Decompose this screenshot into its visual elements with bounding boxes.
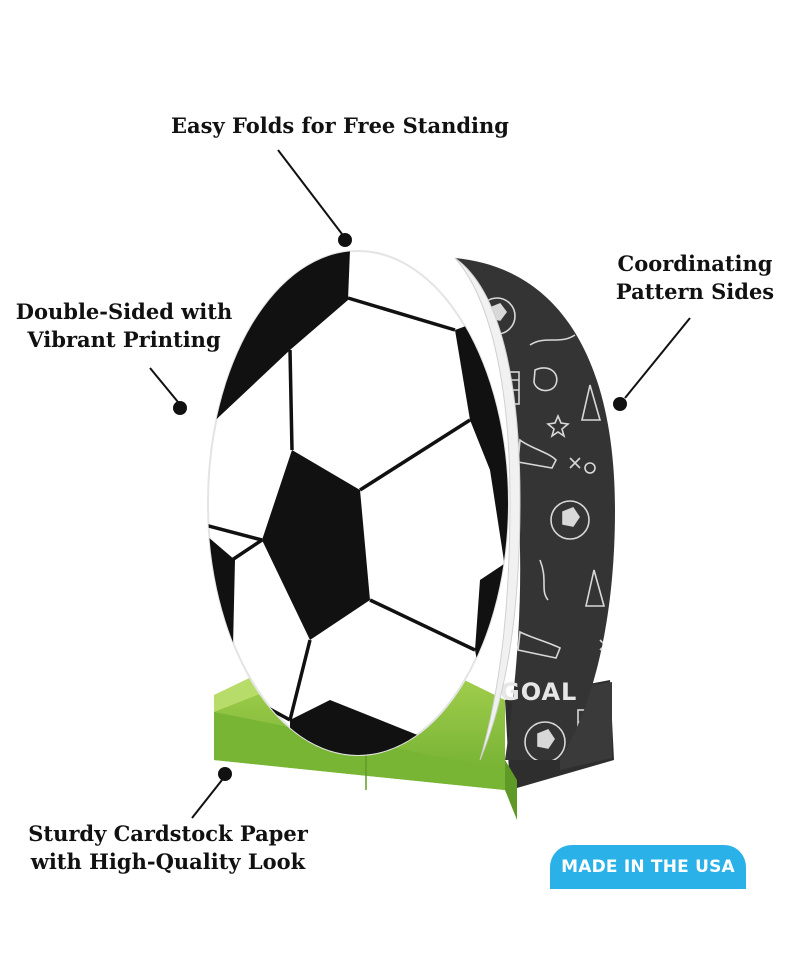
callout-pattern-sides-line2: Pattern Sides xyxy=(615,279,775,304)
callout-cardstock-line1: Sturdy Cardstock Paper xyxy=(28,821,308,846)
callout-double-sided-line1: Double-Sided with xyxy=(15,299,233,324)
callout-cardstock-line2: with High-Quality Look xyxy=(30,849,306,874)
callout-cardstock: Sturdy Cardstock Paper with High-Quality… xyxy=(20,820,316,876)
callout-double-sided: Double-Sided with Vibrant Printing xyxy=(10,298,238,354)
callout-pointers xyxy=(149,149,691,819)
made-in-usa-badge: MADE IN THE USA xyxy=(550,845,746,889)
pattern-side-panel: GOAL xyxy=(455,258,615,760)
callout-pattern-sides: Coordinating Pattern Sides xyxy=(600,250,790,306)
callout-pattern-sides-line1: Coordinating xyxy=(617,251,773,276)
callout-double-sided-line2: Vibrant Printing xyxy=(27,327,221,352)
callout-easy-folds: Easy Folds for Free Standing xyxy=(140,112,540,140)
goal-text: GOAL xyxy=(500,678,577,706)
callout-easy-folds-text: Easy Folds for Free Standing xyxy=(171,113,509,138)
